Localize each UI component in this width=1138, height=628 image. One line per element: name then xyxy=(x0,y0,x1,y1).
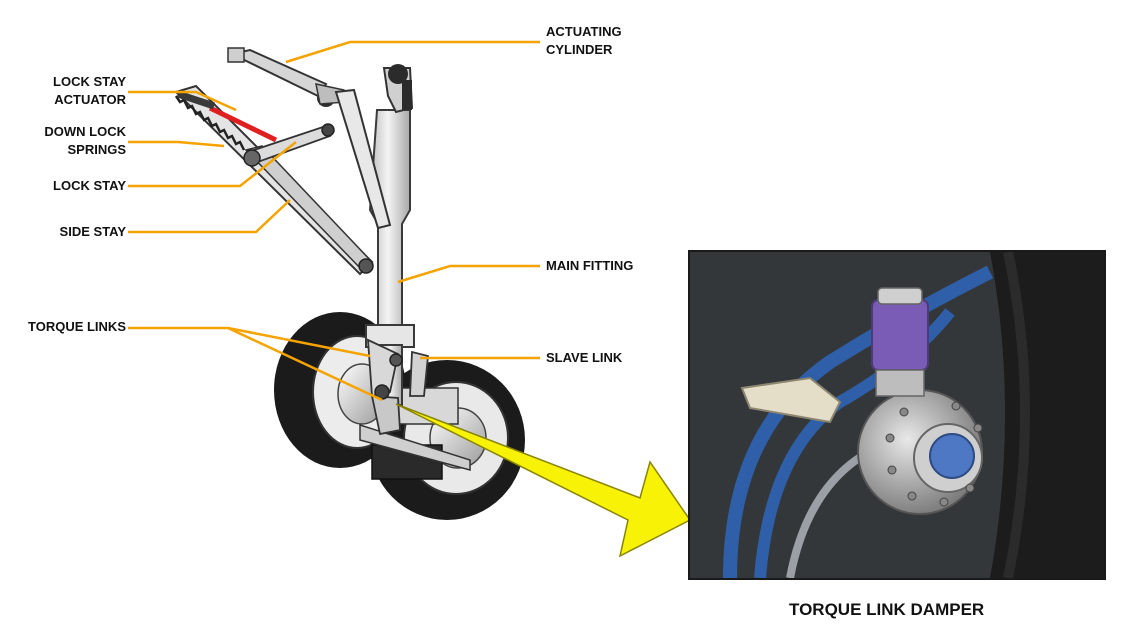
down-lock-springs xyxy=(174,95,246,151)
photo-caption: TORQUE LINK DAMPER xyxy=(789,600,985,619)
leader-main-fitting xyxy=(397,264,540,284)
label-torque-links: TORQUE LINKS xyxy=(28,319,126,334)
main-fitting-strut xyxy=(365,64,415,406)
leader-lock-stay-actuator xyxy=(128,90,237,112)
leader-lock-stay xyxy=(128,141,297,188)
label-lock-stay-actuator: LOCK STAY ACTUATOR xyxy=(53,74,126,107)
slave-link xyxy=(409,350,429,397)
actuating-cylinder xyxy=(227,47,347,107)
label-lock-stay: LOCK STAY xyxy=(53,178,126,193)
torque-links xyxy=(366,338,403,436)
label-slave-link: SLAVE LINK xyxy=(546,350,623,365)
label-down-lock-springs: DOWN LOCK SPRINGS xyxy=(44,124,126,157)
leader-actuating-cylinder xyxy=(285,40,540,64)
upper-brace xyxy=(334,88,392,230)
label-actuating-cylinder: ACTUATING CYLINDER xyxy=(546,24,622,57)
torque-link-damper-photo xyxy=(690,252,1104,578)
damper-photo-illustration xyxy=(690,252,1104,578)
lock-stay xyxy=(243,123,335,167)
leader-down-lock-springs xyxy=(128,140,225,148)
leader-lines xyxy=(128,40,540,402)
leader-side-stay xyxy=(128,199,291,234)
label-main-fitting: MAIN FITTING xyxy=(546,258,634,273)
label-side-stay: SIDE STAY xyxy=(59,224,126,239)
leader-torque-links-b xyxy=(227,326,383,402)
lock-stay-actuator xyxy=(176,90,278,143)
